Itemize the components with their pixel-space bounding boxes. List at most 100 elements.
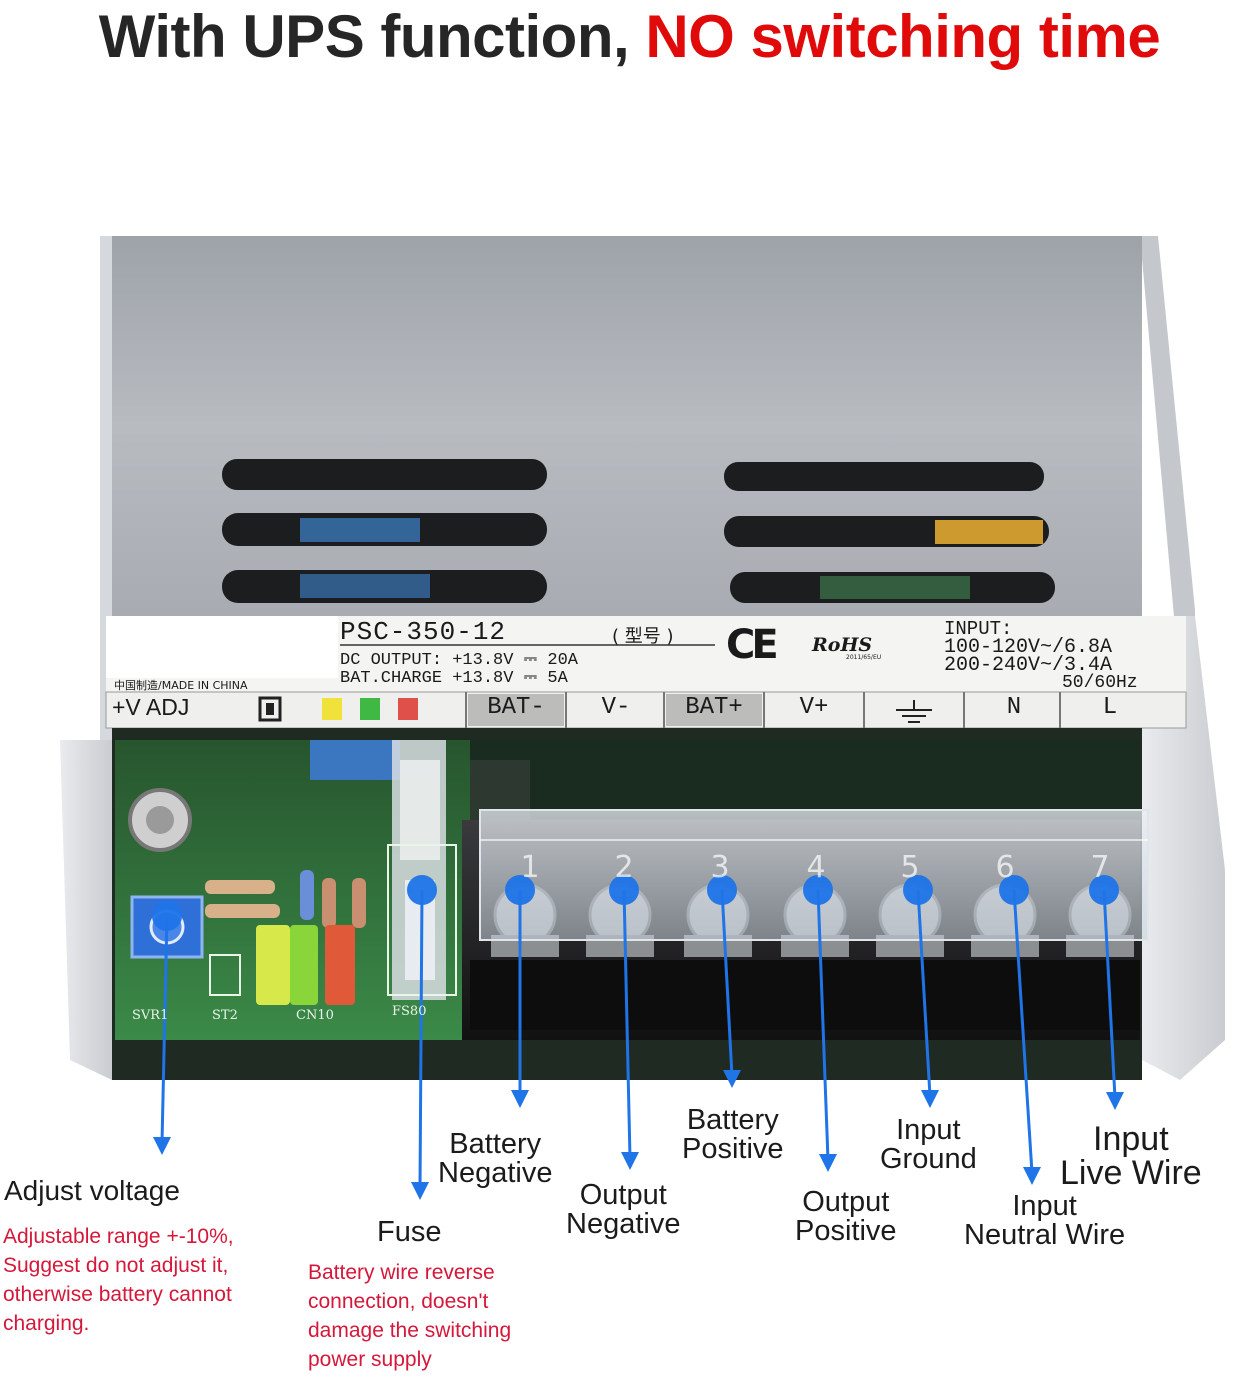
callout-line-arrow: [1102, 889, 1117, 1099]
callout-line: Neutral Wire: [964, 1219, 1126, 1251]
ce-mark: CE: [726, 622, 779, 668]
callout-marker-icon: [903, 875, 933, 905]
callout-line-arrow: [160, 915, 169, 1144]
callout-marker-icon: [407, 875, 437, 905]
callout-output-negative: Output Negative: [566, 1181, 680, 1239]
arrow-head-icon: [621, 1152, 639, 1170]
callout-line: Positive: [795, 1215, 897, 1247]
callout-output-positive: Output Positive: [795, 1188, 897, 1246]
note-line: Adjustable range +-10%,: [3, 1225, 234, 1248]
callout-marker-icon: [505, 875, 535, 905]
callout-line: Ground: [880, 1143, 977, 1175]
input-frequency: 50/60Hz: [1062, 673, 1138, 693]
note-line: Battery wire reverse: [308, 1261, 495, 1284]
note-line: damage the switching: [308, 1319, 512, 1342]
callout-line: Negative: [438, 1157, 553, 1189]
rohs-directive: 2011/65/EU: [846, 654, 882, 661]
terminal-number-3: 3: [710, 850, 730, 885]
arrow-head-icon: [819, 1154, 837, 1172]
pcb: [112, 728, 1149, 1080]
terminal-number-4: 4: [806, 850, 826, 885]
note-adjust-voltage: Adjustable range +-10%, Suggest do not a…: [3, 1222, 234, 1338]
arrow-head-icon: [511, 1090, 529, 1108]
terminal-number-5: 5: [900, 850, 920, 885]
arrow-head-icon: [1023, 1167, 1041, 1185]
adj-box-icon: [258, 696, 282, 722]
terminal-cover: [479, 809, 1149, 941]
terminal-number-2: 2: [614, 850, 634, 885]
callout-fuse: Fuse: [377, 1216, 442, 1248]
callout-line: Live Wire: [1060, 1154, 1202, 1192]
callout-battery-positive: Battery Positive: [682, 1106, 784, 1164]
callout-marker-icon: [999, 875, 1029, 905]
callout-marker-icon: [609, 875, 639, 905]
model-number: PSC-350-12: [340, 617, 507, 647]
callout-input-live: Input Live Wire: [1060, 1122, 1202, 1190]
callout-line: Output: [579, 1179, 667, 1211]
made-in-china: 中国制造/MADE IN CHINA: [114, 679, 248, 692]
label-sticker: [105, 616, 1187, 729]
led-yellow-icon: [322, 698, 342, 720]
pcb-label-fs80: FS80: [392, 1004, 427, 1019]
case-left-flange: [100, 236, 112, 740]
rohs-mark: RoHS: [812, 634, 873, 656]
terminal-label-bat-neg: BAT-: [487, 694, 545, 721]
callout-input-neutral: Input Neutral Wire: [964, 1192, 1125, 1250]
pcb-label-cn10: CN10: [296, 1008, 334, 1023]
terminal-number-1: 1: [520, 850, 540, 885]
callout-line-arrow: [720, 889, 734, 1077]
battery-charge-spec: BAT.CHARGE +13.8V ⎓ 5A: [340, 669, 568, 688]
callout-battery-negative: Battery Negative: [438, 1130, 552, 1188]
headline-accent: NO switching time: [645, 3, 1161, 70]
callout-line-arrow: [816, 889, 830, 1161]
led-red-icon: [398, 698, 418, 720]
callout-line-arrow: [1012, 889, 1034, 1174]
callout-line: Battery: [449, 1128, 542, 1160]
terminal-label-bat-pos: BAT+: [685, 694, 743, 721]
callout-line-arrow: [418, 889, 424, 1189]
arrow-head-icon: [1106, 1092, 1124, 1110]
terminal-label-v-pos: V+: [799, 694, 829, 721]
note-fuse: Battery wire reverse connection, doesn't…: [308, 1258, 511, 1374]
input-label: INPUT:: [944, 618, 1013, 640]
arrow-head-icon: [723, 1070, 741, 1088]
note-line: Suggest do not adjust it,: [3, 1254, 229, 1277]
terminal-label-neutral: N: [1006, 694, 1022, 721]
callout-line-arrow: [622, 889, 632, 1159]
vent-slot: [724, 462, 1044, 491]
note-line: power supply: [308, 1348, 432, 1371]
case-left-wall: [60, 740, 112, 1080]
case-top: [112, 236, 1142, 616]
callout-line: Input: [896, 1114, 961, 1146]
case-right-wall: [1142, 616, 1225, 1080]
callout-line: Battery: [686, 1104, 779, 1136]
led-green-icon: [360, 698, 380, 720]
case-right-flange: [1140, 236, 1195, 740]
terminal-number-7: 7: [1090, 850, 1110, 885]
case: [60, 236, 1225, 1080]
pcb-label-svr1: SVR1: [132, 1008, 169, 1023]
input-spec-high: 200-240V~/3.4A: [944, 654, 1113, 677]
callout-line: Negative: [566, 1208, 681, 1240]
note-line: otherwise battery cannot: [3, 1283, 232, 1306]
callout-marker-icon: [1089, 875, 1119, 905]
vent-slot: [222, 459, 547, 490]
arrow-head-icon: [411, 1182, 429, 1200]
callout-adjust-voltage: Adjust voltage: [4, 1175, 180, 1206]
dc-output-spec: DC OUTPUT: +13.8V ⎓ 20A: [340, 651, 579, 670]
callout-marker-icon: [707, 875, 737, 905]
headline: With UPS function, NO switching time: [0, 2, 1259, 71]
callout-line: Output: [802, 1186, 890, 1218]
callout-line: Positive: [682, 1133, 784, 1165]
callout-line: Input: [1093, 1120, 1169, 1158]
callout-line-arrow: [916, 889, 932, 1097]
note-line: connection, doesn't: [308, 1290, 489, 1313]
callout-input-ground: Input Ground: [880, 1116, 977, 1174]
arrow-head-icon: [153, 1137, 171, 1155]
terminal-number-6: 6: [995, 850, 1015, 885]
ground-symbol-icon: [896, 700, 932, 723]
input-spec-low: 100-120V~/6.8A: [944, 636, 1113, 659]
model-number-cn: ( 型号 ): [612, 626, 674, 647]
callout-marker-icon: [152, 901, 182, 931]
